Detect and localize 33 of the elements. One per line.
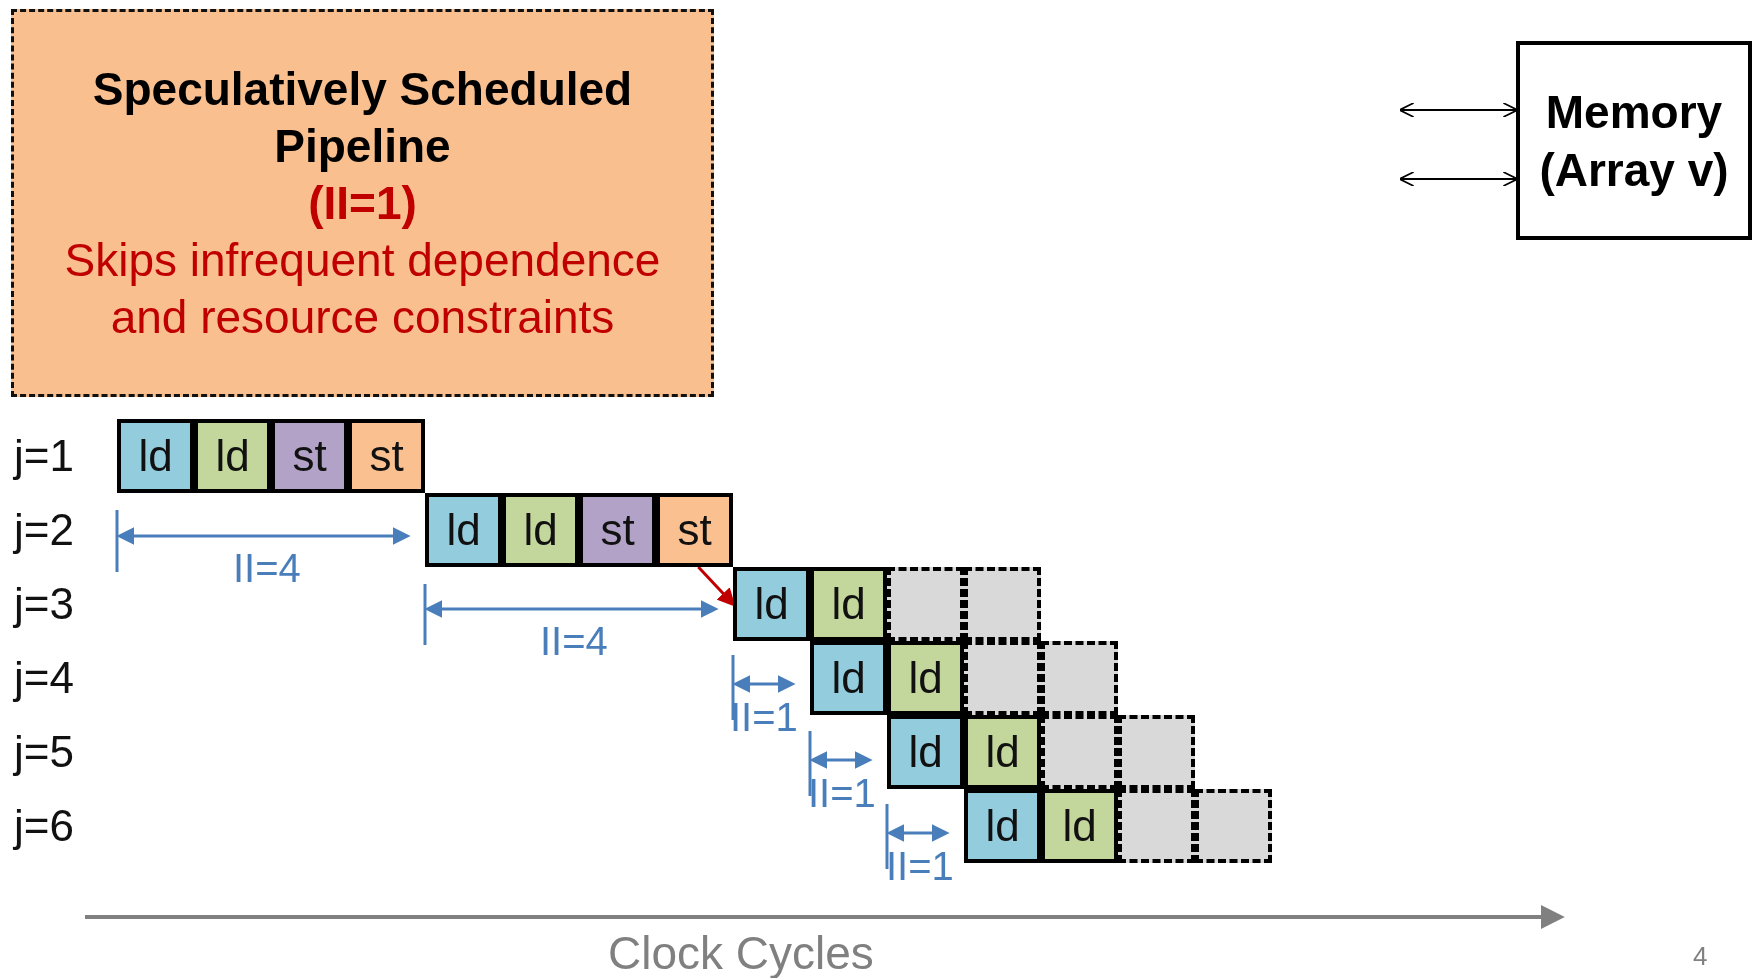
dimension-label: II=1: [886, 843, 954, 890]
row-label: j=4: [14, 651, 74, 704]
row-label: j=1: [14, 429, 74, 482]
pipeline-stage-cell: ld: [502, 493, 579, 567]
pipeline-stage-cell: ld: [194, 419, 271, 493]
ii-text: (II=1): [308, 175, 417, 231]
row-label: j=3: [14, 577, 74, 630]
heading-panel: [11, 9, 714, 397]
pipeline-stage-cell: st: [656, 493, 733, 567]
pipeline-stage-cell: ld: [117, 419, 194, 493]
row-label: j=2: [14, 503, 74, 556]
pipeline-stage-cell: ld: [425, 493, 502, 567]
pipeline-stage-cell: ld: [887, 715, 964, 789]
memory-box: Memory (Array v): [1516, 41, 1752, 240]
dimension-label: II=4: [540, 618, 608, 665]
row-label: j=5: [14, 725, 74, 778]
dimension-label: II=1: [730, 694, 798, 741]
pipeline-stage-cell: st: [348, 419, 425, 493]
dimension-label: II=4: [233, 545, 301, 592]
pipeline-stage-cell: ld: [733, 567, 810, 641]
dimension-label: II=1: [808, 770, 876, 817]
heading-text: Speculatively Scheduled Pipeline: [91, 61, 634, 174]
pipeline-stage-cell: ld: [1041, 789, 1118, 863]
pipeline-stage-cell: ld: [810, 641, 887, 715]
row-label: j=6: [14, 799, 74, 852]
pipeline-stage-cell: st: [271, 419, 348, 493]
page-number: 4: [1693, 941, 1708, 973]
pipeline-stage-cell: ld: [887, 641, 964, 715]
pipeline-stage-cell: ld: [964, 715, 1041, 789]
description-text: Skips infrequent dependence and resource constraints: [63, 232, 662, 345]
pipeline-stage-cell: ld: [810, 567, 887, 641]
pipeline-stage-cell: ld: [964, 789, 1041, 863]
pipeline-stage-cell: st: [579, 493, 656, 567]
